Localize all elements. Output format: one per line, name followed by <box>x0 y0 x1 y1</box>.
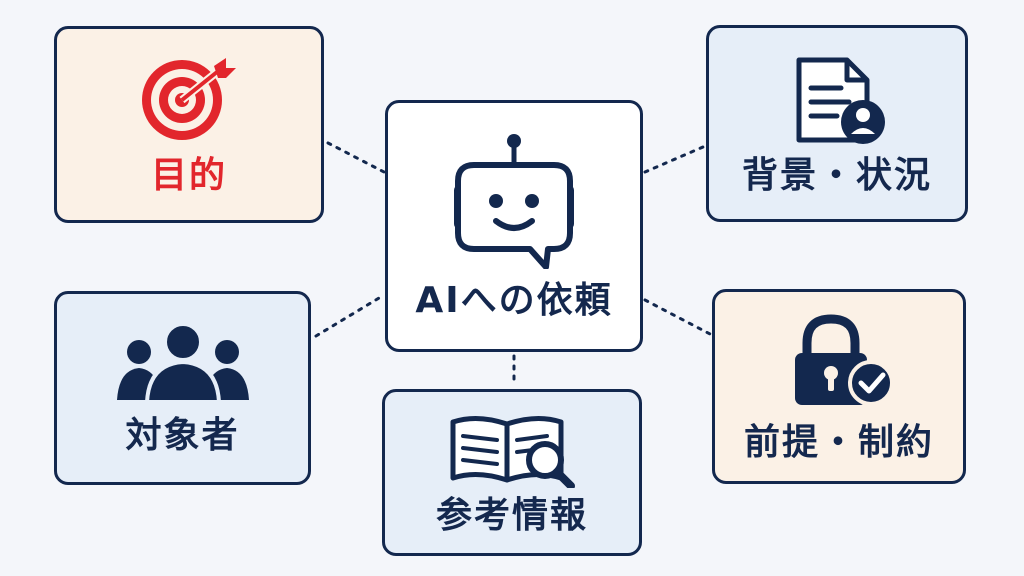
node-audience: 対象者 <box>54 291 311 485</box>
node-purpose: 目的 <box>54 26 324 223</box>
node-constraints-label: 前提・制約 <box>743 421 934 463</box>
lock-check-icon <box>795 313 894 406</box>
node-constraints: 前提・制約 <box>712 289 966 484</box>
connector-constraints <box>643 298 712 336</box>
node-center-label: AIへの依頼 <box>415 280 613 321</box>
node-center: AIへの依頼 <box>385 100 643 352</box>
document-person-icon <box>796 57 885 144</box>
node-background: 背景・状況 <box>706 25 968 222</box>
target-icon <box>142 57 236 140</box>
connector-purpose <box>326 141 386 174</box>
connector-background <box>643 145 705 174</box>
robot-chat-icon <box>454 134 574 269</box>
node-reference: 参考情報 <box>382 389 642 556</box>
node-reference-label: 参考情報 <box>435 494 588 536</box>
book-search-icon <box>450 415 575 488</box>
connector-audience <box>314 293 386 338</box>
node-purpose-label: 目的 <box>150 154 227 196</box>
people-group-icon <box>116 322 249 402</box>
node-audience-label: 対象者 <box>125 415 240 456</box>
node-background-label: 背景・状況 <box>741 154 932 196</box>
